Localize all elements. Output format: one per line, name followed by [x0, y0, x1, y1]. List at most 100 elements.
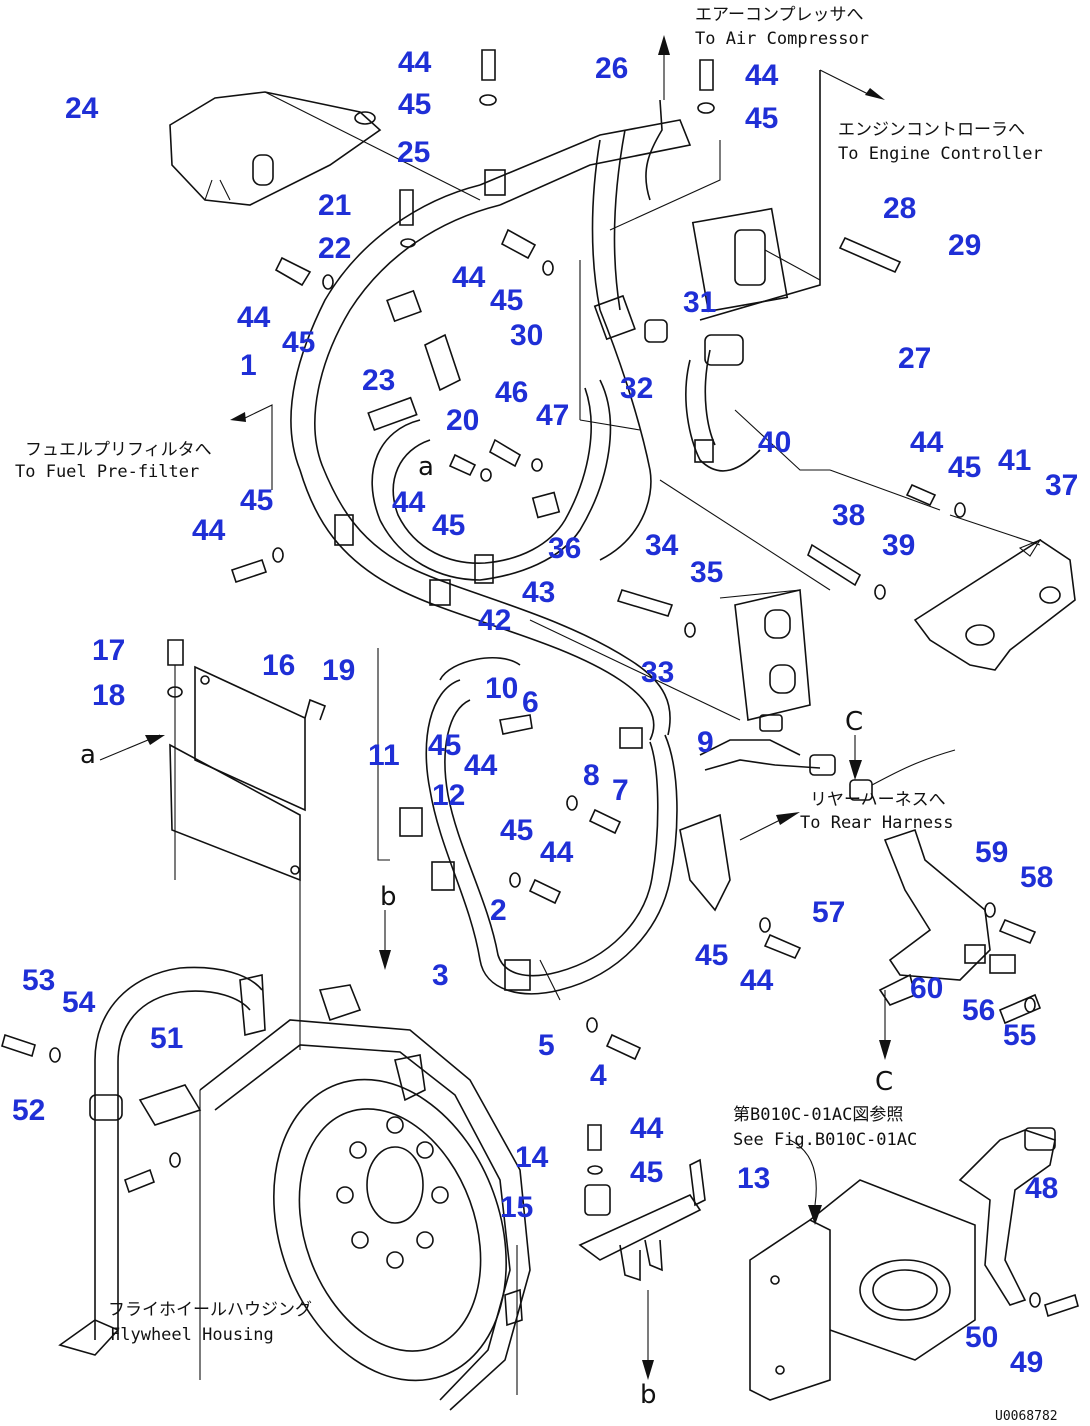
part-number-5: 5 — [538, 1029, 555, 1062]
bracket-37 — [913, 538, 1076, 671]
destination-notes: エアーコンプレッサへ To Air Compressor エンジンコントローラへ… — [15, 5, 1043, 1345]
drawing-code: U0068782 — [995, 1409, 1058, 1424]
part-number-44-i: 44 — [540, 836, 574, 869]
part-number-14: 14 — [515, 1141, 549, 1174]
part-number-24: 24 — [65, 92, 99, 125]
part-number-4: 4 — [590, 1059, 607, 1092]
engine-mount — [749, 1127, 1056, 1401]
part-number-7: 7 — [612, 774, 629, 807]
part-number-28: 28 — [883, 192, 916, 225]
part-number-19: 19 — [322, 654, 355, 687]
note-air-compressor-jp: エアーコンプレッサへ — [695, 5, 863, 25]
view-letter-b-detail: b — [640, 1380, 657, 1410]
frame-lines — [230, 69, 891, 1380]
part-number-25: 25 — [397, 136, 430, 169]
view-letter-c-callout: C — [845, 707, 863, 737]
inner-harness — [371, 309, 761, 581]
part-number-45-e: 45 — [240, 484, 273, 517]
part-number-44-f: 44 — [192, 514, 226, 547]
part-number-26: 26 — [595, 52, 628, 85]
drawing-linework — [1, 35, 1079, 1411]
part-number-labels: 1 2 3 4 5 6 7 8 9 10 11 12 13 14 15 16 1… — [12, 46, 1078, 1379]
washers — [49, 94, 1041, 1308]
note-rear-harness-jp: リヤーハーネスへ — [810, 790, 946, 810]
clamps-and-brackets — [334, 169, 714, 991]
part-number-53: 53 — [22, 964, 55, 997]
part-number-47: 47 — [536, 399, 569, 432]
part-number-45-c: 45 — [282, 326, 315, 359]
part-number-48: 48 — [1025, 1172, 1058, 1205]
part-number-1: 1 — [240, 349, 257, 382]
note-fuel-prefilter-en: To Fuel Pre-filter — [15, 462, 199, 482]
part-number-6: 6 — [522, 686, 539, 719]
view-letters: a a b b C C — [80, 452, 893, 1410]
part-number-45-d: 45 — [490, 284, 523, 317]
part-number-9: 9 — [697, 726, 714, 759]
part-number-32: 32 — [620, 372, 653, 405]
part-number-15: 15 — [500, 1191, 533, 1224]
view-letter-a-detail: a — [418, 452, 434, 482]
part-number-33: 33 — [641, 656, 674, 689]
part-number-23: 23 — [362, 364, 395, 397]
part-number-8: 8 — [583, 759, 600, 792]
note-flywheel-en: Flywheel Housing — [110, 1325, 274, 1345]
view-letter-b-callout: b — [380, 882, 397, 912]
bracket-57 — [878, 828, 1016, 1006]
part-number-44-j: 44 — [740, 964, 774, 997]
part-number-16: 16 — [262, 649, 295, 682]
part-number-44-b: 44 — [745, 59, 779, 92]
part-number-40: 40 — [758, 426, 791, 459]
note-see-fig-en: See Fig.B010C-01AC — [733, 1130, 917, 1150]
cover-24-shape — [169, 91, 481, 206]
part-number-29: 29 — [948, 229, 981, 262]
note-engine-controller-en: To Engine Controller — [838, 144, 1043, 164]
part-number-45-h: 45 — [428, 729, 461, 762]
part-number-44-k: 44 — [630, 1112, 664, 1145]
part-number-44-g: 44 — [910, 426, 944, 459]
part-number-2: 2 — [490, 894, 507, 927]
rear-harness-connectors — [679, 714, 956, 912]
view-letter-c-detail: C — [875, 1067, 893, 1097]
flywheel-housing — [199, 974, 531, 1411]
part-number-60: 60 — [910, 972, 943, 1005]
part-number-45-j: 45 — [695, 939, 728, 972]
part-number-56: 56 — [962, 994, 995, 1027]
part-number-54: 54 — [62, 986, 96, 1019]
part-number-27: 27 — [898, 342, 931, 375]
part-number-12: 12 — [432, 779, 465, 812]
part-number-49: 49 — [1010, 1346, 1043, 1379]
part-number-44-e: 44 — [392, 486, 426, 519]
part-number-51: 51 — [150, 1022, 183, 1055]
part-number-45-f: 45 — [432, 509, 465, 542]
part-number-42: 42 — [478, 604, 511, 637]
part-number-37: 37 — [1045, 469, 1078, 502]
bolts — [1, 49, 1079, 1318]
routing-lines — [299, 140, 1041, 1050]
part-number-17: 17 — [92, 634, 125, 667]
plate-16 — [99, 665, 327, 990]
part-number-45-g: 45 — [948, 451, 981, 484]
part-number-58: 58 — [1020, 861, 1053, 894]
part-number-41: 41 — [998, 444, 1031, 477]
part-number-57: 57 — [812, 896, 845, 929]
part-number-13: 13 — [737, 1162, 770, 1195]
part-number-52: 52 — [12, 1094, 45, 1127]
note-air-compressor-en: To Air Compressor — [695, 29, 869, 49]
view-letter-a-callout: a — [80, 740, 96, 770]
connectors-upper-right — [691, 70, 821, 366]
part-number-22: 22 — [318, 232, 351, 265]
part-number-59: 59 — [975, 836, 1008, 869]
bracket-13-assembly — [578, 1158, 706, 1282]
note-flywheel-jp: フライホイールハウジング — [108, 1300, 312, 1320]
part-number-35: 35 — [690, 556, 723, 589]
part-number-20: 20 — [446, 404, 479, 437]
part-number-30: 30 — [510, 319, 543, 352]
part-number-44-a: 44 — [398, 46, 432, 79]
part-number-31: 31 — [683, 286, 716, 319]
part-number-11: 11 — [368, 739, 400, 772]
part-number-38: 38 — [832, 499, 865, 532]
part-number-34: 34 — [645, 529, 679, 562]
part-number-21: 21 — [318, 189, 351, 222]
part-number-39: 39 — [882, 529, 915, 562]
